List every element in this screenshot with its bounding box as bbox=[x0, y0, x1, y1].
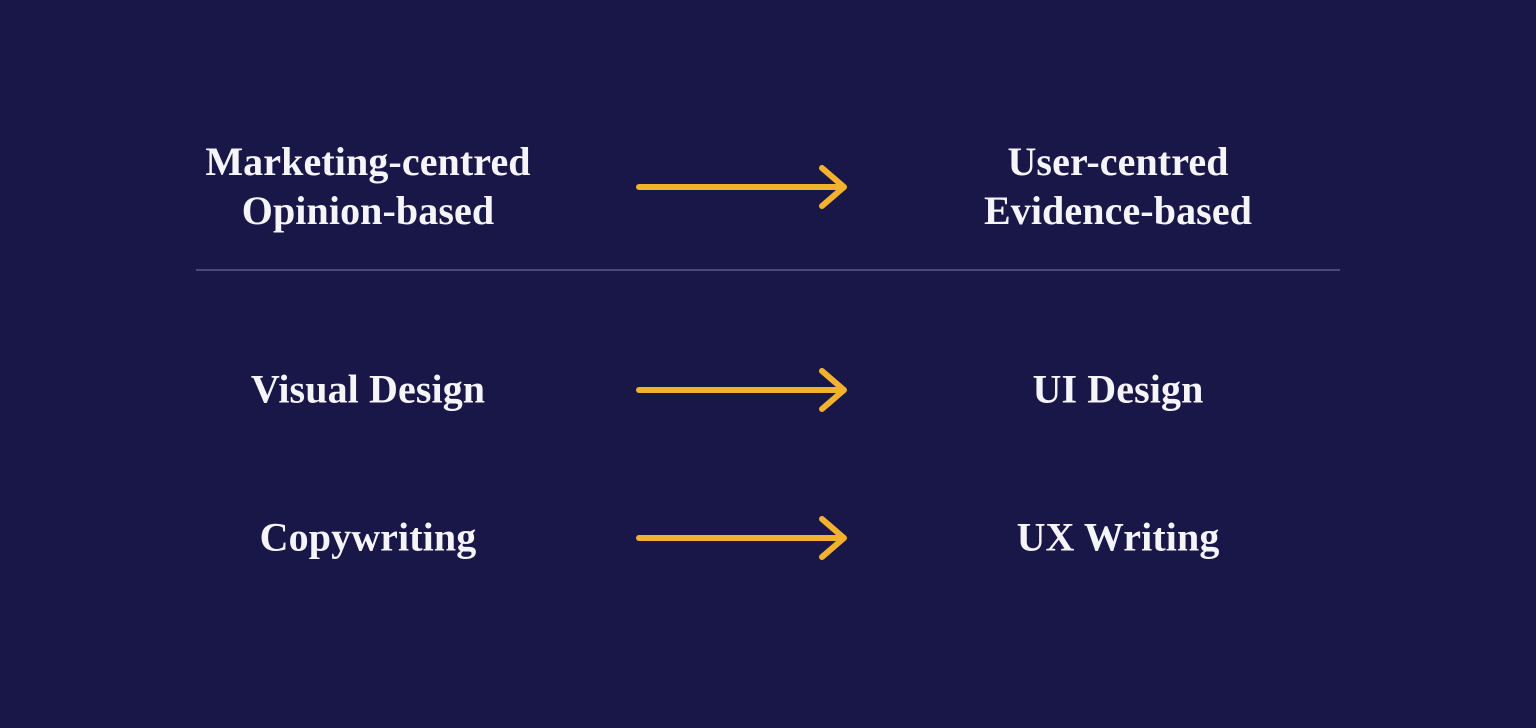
to-term-label: UX Writing bbox=[1016, 514, 1220, 560]
row-from-cell: Visual Design bbox=[196, 366, 540, 415]
from-term-label: Copywriting bbox=[259, 514, 477, 560]
row-from-cell: Marketing-centred Opinion-based bbox=[196, 138, 540, 236]
row-to-cell: User-centred Evidence-based bbox=[946, 138, 1290, 236]
section-divider bbox=[196, 269, 1340, 271]
from-term-label: Marketing-centred Opinion-based bbox=[205, 139, 531, 233]
arrow-right-icon bbox=[636, 165, 850, 209]
to-term-label: UI Design bbox=[1032, 366, 1204, 412]
row-from-cell: Copywriting bbox=[196, 514, 540, 563]
row-to-cell: UX Writing bbox=[946, 514, 1290, 563]
arrow-right-icon bbox=[636, 516, 850, 560]
arrow-right-icon bbox=[636, 368, 850, 412]
from-term-label: Visual Design bbox=[250, 366, 486, 412]
row-to-cell: UI Design bbox=[946, 366, 1290, 415]
to-term-label: User-centred Evidence-based bbox=[983, 139, 1253, 233]
